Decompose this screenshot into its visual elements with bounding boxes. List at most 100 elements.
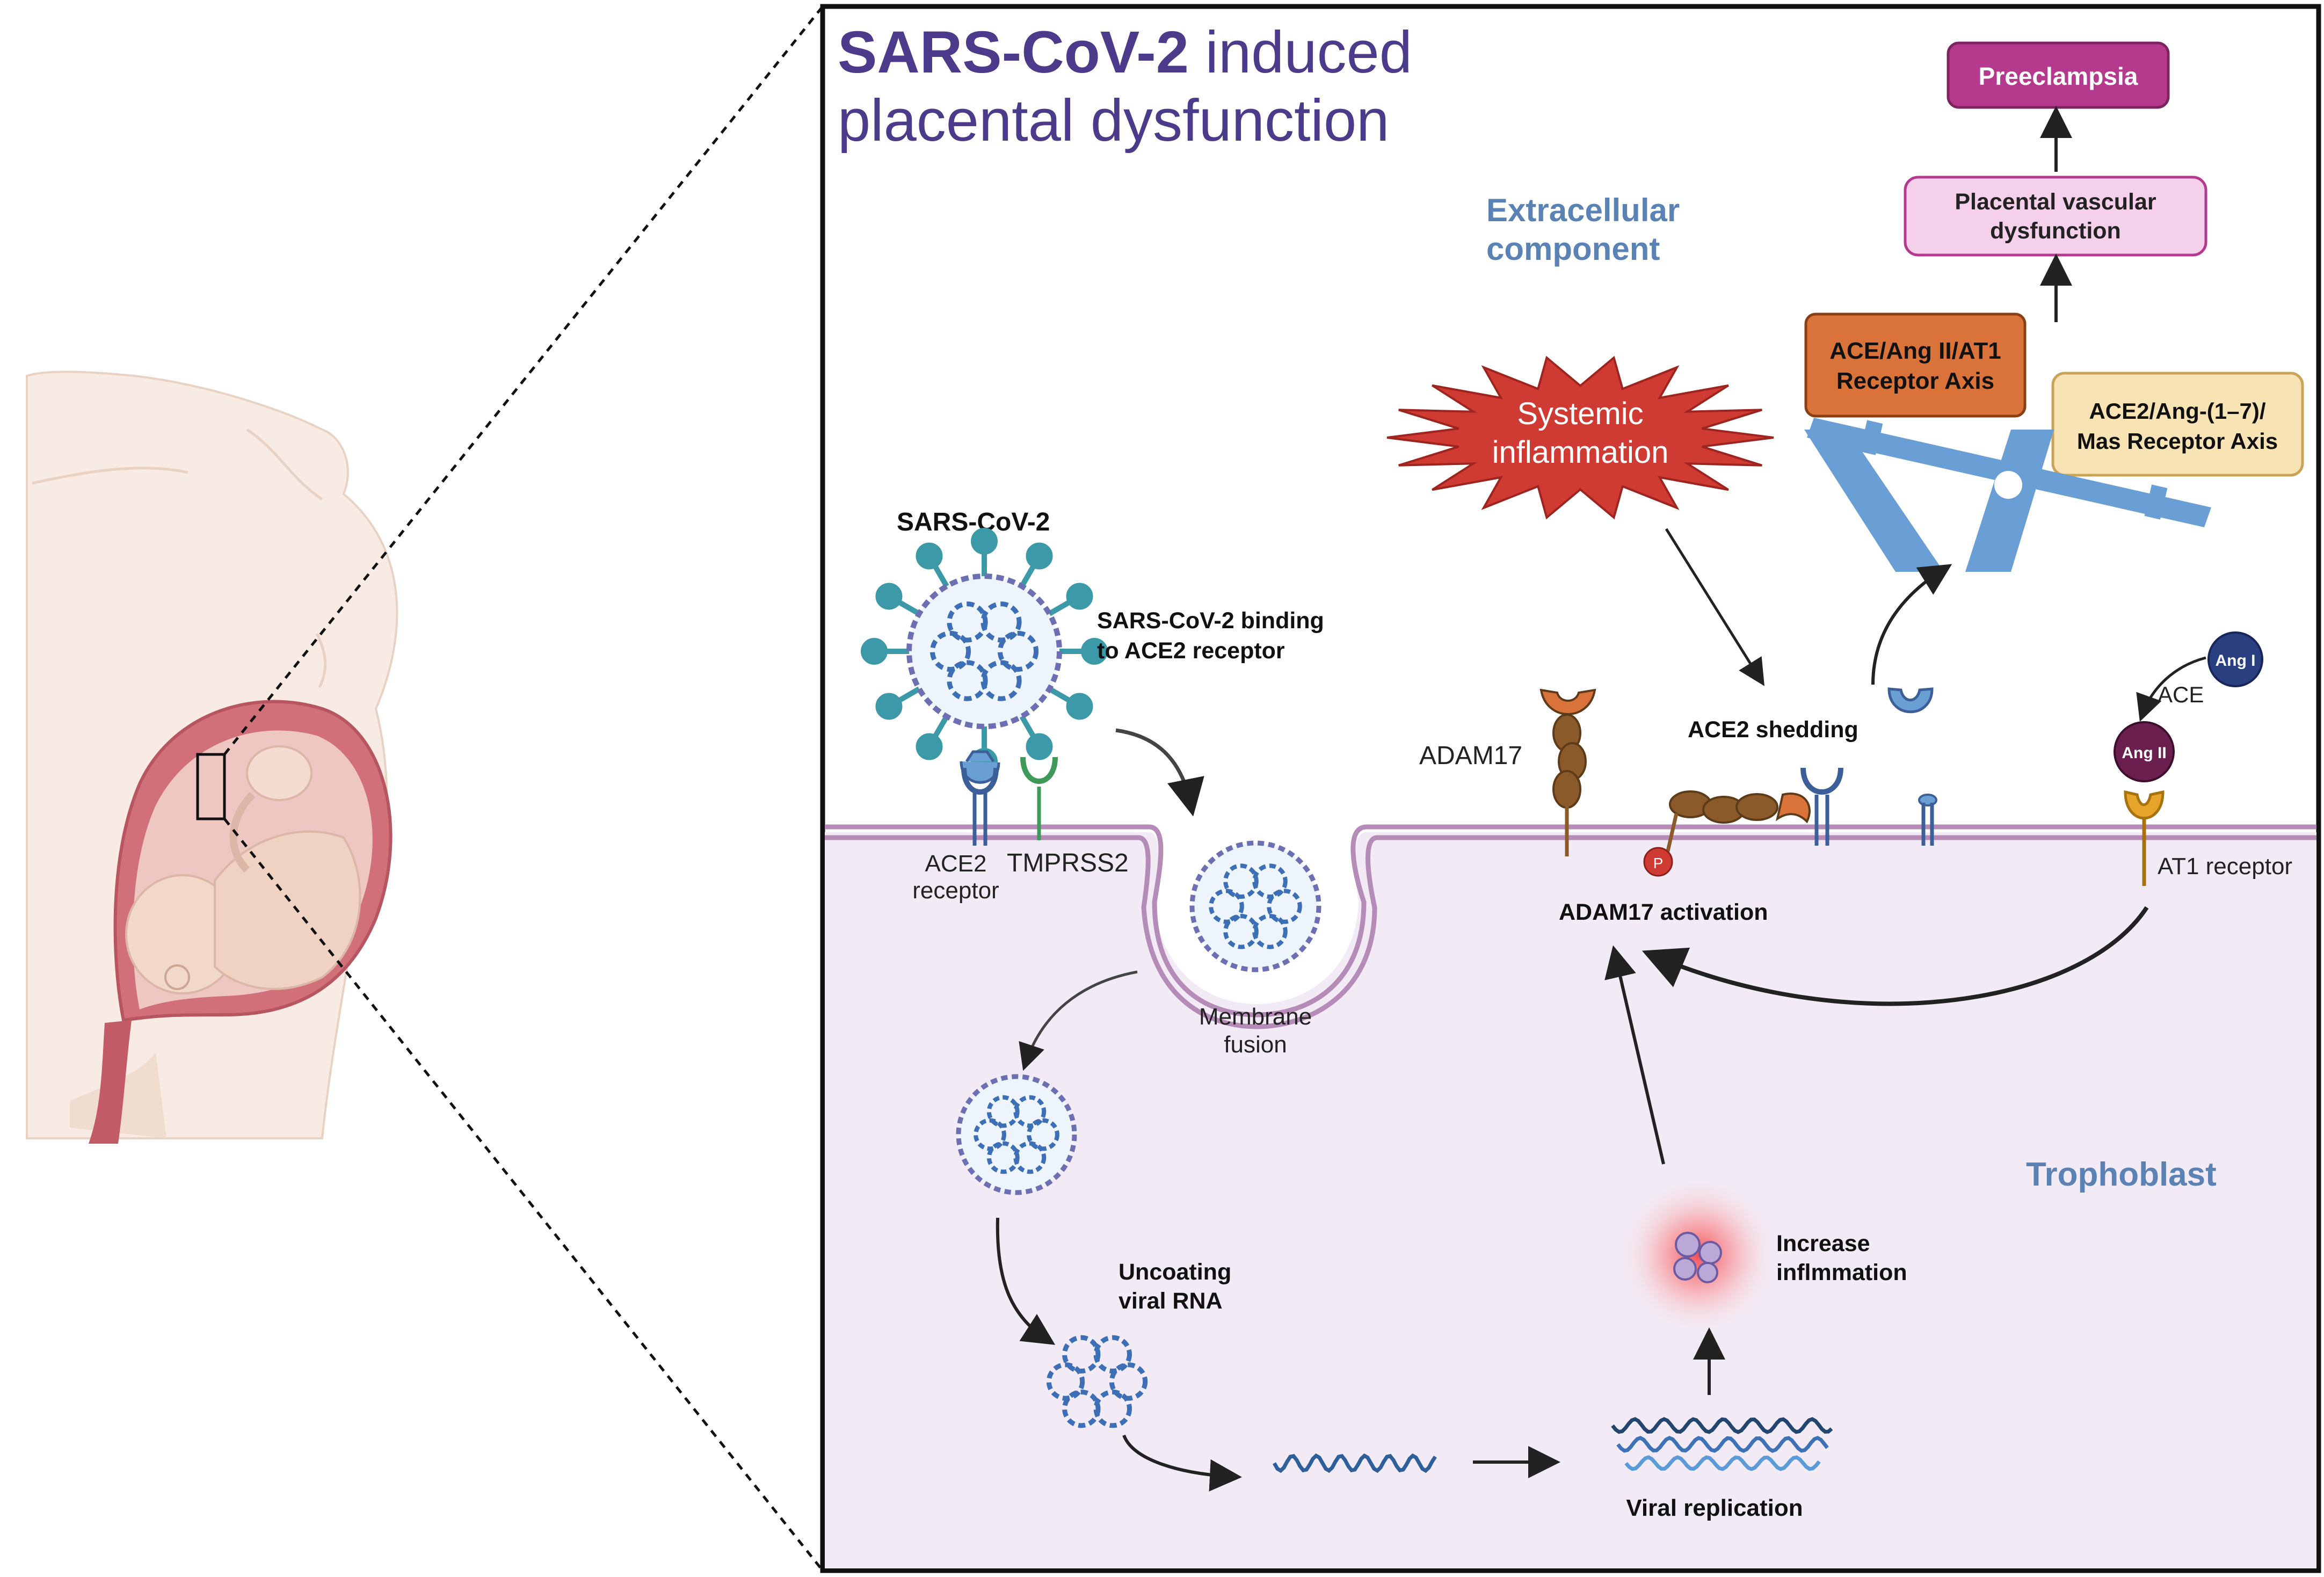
rna-coil bbox=[986, 1095, 1020, 1128]
ace2-shedding-label: ACE2 shedding bbox=[1688, 717, 1858, 743]
ang1-icon: Ang I bbox=[2207, 631, 2263, 687]
arrow-to-rna-strand bbox=[1122, 1434, 1242, 1492]
rna-coil bbox=[1093, 1335, 1132, 1373]
vascular-text-2: dysfunction bbox=[1990, 218, 2121, 244]
trophoblast-interior bbox=[825, 832, 2316, 1568]
title-strong: SARS-CoV-2 bbox=[838, 19, 1189, 85]
ace-axis-text-1: ACE/Ang II/AT1 bbox=[1829, 338, 2001, 364]
rna-coil bbox=[1062, 1390, 1101, 1428]
increase-inflammation-label-2: inflmmation bbox=[1776, 1260, 1907, 1285]
inflammation-cells-icon bbox=[1623, 1180, 1774, 1331]
ace2-axis-box: ACE2/Ang-(1–7)/ Mas Receptor Axis bbox=[2051, 372, 2304, 477]
zoom-line-bottom bbox=[223, 818, 824, 1572]
adam17-icon bbox=[1539, 688, 1596, 856]
uncoating-label-1: Uncoating bbox=[1119, 1259, 1231, 1285]
tmprss2-icon bbox=[1020, 757, 1058, 840]
released-virus bbox=[956, 1074, 1077, 1195]
ace-label: ACE bbox=[2158, 682, 2204, 707]
rna-coil bbox=[1223, 863, 1259, 899]
spike-head bbox=[1026, 733, 1053, 760]
ace2-membrane-icon bbox=[1800, 767, 1843, 846]
binding-label-2: to ACE2 receptor bbox=[1097, 638, 1285, 664]
extracellular-label-1: Extracellular bbox=[1486, 192, 1680, 228]
spike-head bbox=[875, 693, 903, 720]
ace2-axis-text-1: ACE2/Ang-(1–7)/ bbox=[2089, 398, 2265, 424]
adam17-label: ADAM17 bbox=[1419, 742, 1522, 770]
ace2-receptor-label-2: receptor bbox=[912, 877, 999, 904]
endosome-virus bbox=[1189, 840, 1321, 972]
pregnancy-illustration bbox=[26, 5, 824, 1572]
spike-head bbox=[971, 528, 998, 555]
tmprss2-label: TMPRSS2 bbox=[1007, 849, 1129, 877]
seesaw-icon bbox=[1804, 418, 2211, 572]
rna-coil bbox=[947, 601, 988, 643]
arrow-to-fusion bbox=[1115, 728, 1204, 817]
increase-inflammation-label-1: Increase bbox=[1776, 1231, 1870, 1256]
at1-label: AT1 receptor bbox=[2158, 853, 2292, 880]
rna-coil bbox=[986, 1141, 1020, 1174]
spike-head bbox=[916, 733, 943, 760]
rna-coil bbox=[1252, 863, 1288, 899]
ace2-receptor-icon bbox=[960, 750, 1000, 846]
ace2-stub-icon bbox=[1918, 794, 1937, 846]
inflammation-text-1: Systemic bbox=[1517, 396, 1643, 431]
title-rest: induced bbox=[1189, 19, 1412, 85]
spike-head bbox=[875, 583, 903, 610]
systemic-inflammation-burst: Systemic inflammation bbox=[1386, 355, 1774, 520]
ang2-text: Ang II bbox=[2122, 744, 2166, 762]
ace2-receptor-label-1: ACE2 bbox=[925, 851, 987, 877]
rna-coil bbox=[1013, 1095, 1047, 1128]
adam17-activation-label: ADAM17 activation bbox=[1559, 899, 1768, 925]
preeclampsia-text: Preeclampsia bbox=[1979, 62, 2138, 90]
trophoblast-label: Trophoblast bbox=[2026, 1156, 2217, 1193]
zoom-region bbox=[196, 753, 226, 820]
inflammation-text-2: inflammation bbox=[1492, 435, 1669, 470]
phospho-icon: P bbox=[1643, 847, 1673, 877]
virus-label: SARS-CoV-2 bbox=[897, 508, 1050, 536]
spike-head bbox=[1066, 693, 1093, 720]
cell-membrane bbox=[825, 824, 2316, 1029]
rna-coil bbox=[1093, 1390, 1132, 1428]
shed-ace2-icon bbox=[1887, 687, 1934, 714]
rna-coil bbox=[929, 630, 971, 672]
vascular-text-1: Placental vascular bbox=[1955, 189, 2156, 215]
rna-coil bbox=[947, 660, 988, 701]
ace-axis-box: ACE/Ang II/AT1 Receptor Axis bbox=[1804, 313, 2027, 418]
replicated-rna-icon bbox=[1611, 1417, 1833, 1471]
fetus-icon bbox=[125, 745, 361, 994]
rna-coil bbox=[981, 601, 1022, 643]
ace2-axis-text-2: Mas Receptor Axis bbox=[2077, 428, 2278, 454]
uncoating-label-2: viral RNA bbox=[1119, 1288, 1223, 1314]
uncoated-rna-icon bbox=[1046, 1335, 1148, 1428]
vascular-box: Placental vascular dysfunction bbox=[1904, 176, 2207, 257]
rna-coil bbox=[1209, 889, 1244, 924]
arrow-inflammation-to-shedding bbox=[1665, 528, 1764, 686]
ang2-icon: Ang II bbox=[2114, 721, 2175, 782]
spike-head bbox=[1066, 583, 1093, 610]
spike-head bbox=[916, 542, 943, 570]
rna-coil bbox=[981, 660, 1022, 701]
rna-coil bbox=[1062, 1335, 1101, 1373]
ang1-text: Ang I bbox=[2216, 652, 2256, 670]
extracellular-label-2: component bbox=[1486, 231, 1660, 267]
phospho-text: P bbox=[1653, 855, 1664, 871]
preeclampsia-box: Preeclampsia bbox=[1947, 41, 2170, 109]
arrow-inflammation-to-adam17 bbox=[1604, 945, 1665, 1165]
arrow-ang1-to-ang2 bbox=[2136, 656, 2206, 722]
virus-particle bbox=[861, 528, 1108, 775]
fusion-label-1: Membrane bbox=[1199, 1004, 1312, 1030]
zoom-line-top bbox=[223, 5, 824, 755]
zoom-panel: SARS-CoV-2 induced placental dysfunction… bbox=[820, 4, 2321, 1573]
arrow-to-uncoating bbox=[996, 1217, 1056, 1345]
title-line1: SARS-CoV-2 induced bbox=[838, 19, 1412, 85]
fusion-label-2: fusion bbox=[1224, 1031, 1287, 1058]
arrow-at1-to-adam17 bbox=[1642, 906, 2149, 1006]
rna-coil bbox=[974, 1118, 1006, 1151]
rna-coil bbox=[1252, 914, 1288, 949]
rna-coil bbox=[1223, 914, 1259, 949]
title-line2: placental dysfunction bbox=[838, 88, 1389, 154]
binding-label-1: SARS-CoV-2 binding bbox=[1097, 608, 1324, 634]
spike-head bbox=[1081, 638, 1108, 665]
rna-strand-icon bbox=[1272, 1453, 1437, 1473]
